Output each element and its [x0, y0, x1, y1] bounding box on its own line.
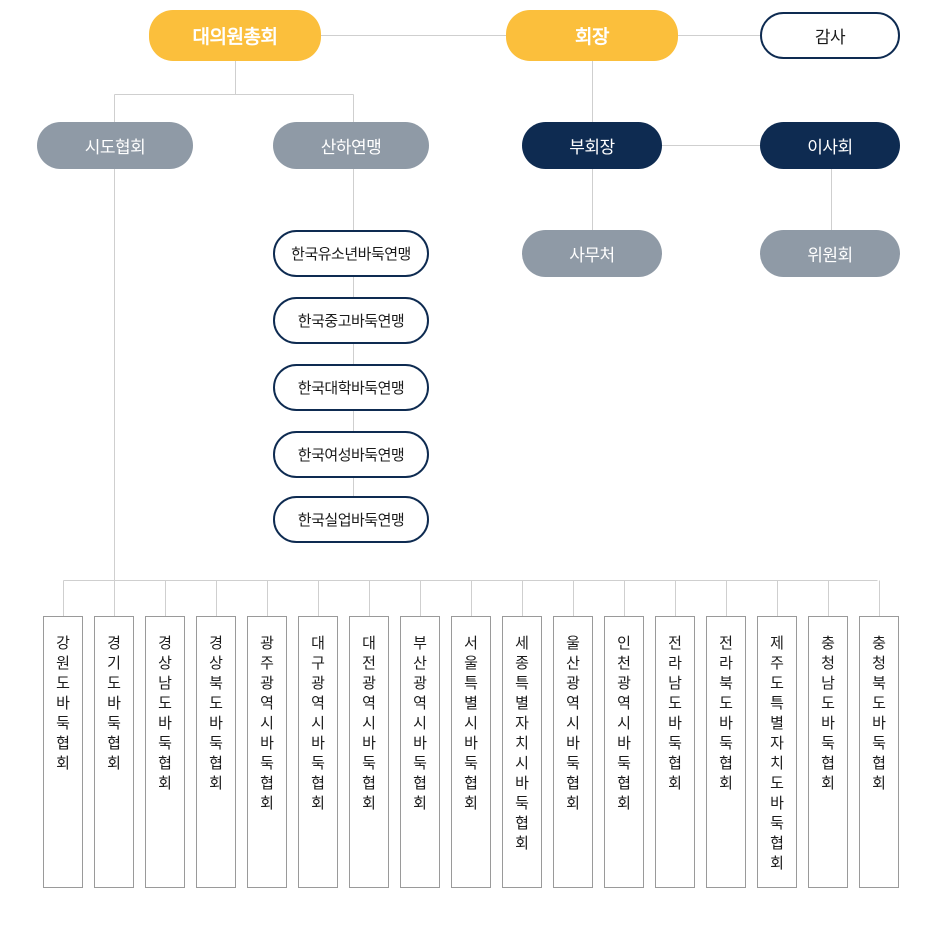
province-label: 충청남도바둑협회 [821, 634, 835, 792]
province-box: 강원도바둑협회 [43, 616, 83, 888]
province-label: 경기도바둑협회 [107, 634, 121, 772]
committee-label: 위원회 [807, 246, 853, 266]
province-label: 대구광역시바둑협회 [311, 634, 325, 812]
province-label: 전라북도바둑협회 [719, 634, 733, 792]
general-assembly-label: 대의원총회 [192, 26, 278, 48]
province-label: 제주도특별자치도바둑협회 [770, 634, 784, 872]
province-box: 세종특별자치시바둑협회 [502, 616, 542, 888]
general-assembly-node: 대의원총회 [149, 10, 321, 61]
province-box: 대전광역시바둑협회 [349, 616, 389, 888]
federation-node: 한국여성바둑연맹 [273, 431, 429, 478]
province-box: 인천광역시바둑협회 [604, 616, 644, 888]
province-box: 경상북도바둑협회 [196, 616, 236, 888]
province-box: 경기도바둑협회 [94, 616, 134, 888]
province-box: 충청북도바둑협회 [859, 616, 899, 888]
auditor-label: 감사 [814, 28, 846, 48]
province-label: 대전광역시바둑협회 [362, 634, 376, 812]
province-box: 서울특별시바둑협회 [451, 616, 491, 888]
federation-node: 한국실업바둑연맹 [273, 496, 429, 543]
province-label: 세종특별자치시바둑협회 [515, 634, 529, 852]
affiliated-federations-label: 산하연맹 [320, 138, 382, 158]
province-label: 서울특별시바둑협회 [464, 634, 478, 812]
federation-label: 한국중고바둑연맹 [297, 312, 405, 330]
provincial-associations-node: 시도협회 [37, 122, 193, 169]
federation-node: 한국중고바둑연맹 [273, 297, 429, 344]
federation-label: 한국실업바둑연맹 [297, 511, 405, 529]
province-label: 부산광역시바둑협회 [413, 634, 427, 812]
president-node: 회장 [506, 10, 678, 61]
province-box: 대구광역시바둑협회 [298, 616, 338, 888]
committee-node: 위원회 [760, 230, 900, 277]
province-label: 울산광역시바둑협회 [566, 634, 580, 812]
province-label: 충청북도바둑협회 [872, 634, 886, 792]
province-label: 광주광역시바둑협회 [260, 634, 274, 812]
province-label: 경상북도바둑협회 [209, 634, 223, 792]
vice-president-node: 부회장 [522, 122, 662, 169]
province-box: 충청남도바둑협회 [808, 616, 848, 888]
province-label: 전라남도바둑협회 [668, 634, 682, 792]
province-box: 제주도특별자치도바둑협회 [757, 616, 797, 888]
province-box: 전라북도바둑협회 [706, 616, 746, 888]
federation-node: 한국대학바둑연맹 [273, 364, 429, 411]
board-of-directors-label: 이사회 [807, 138, 853, 158]
province-box: 전라남도바둑협회 [655, 616, 695, 888]
auditor-node: 감사 [760, 12, 900, 59]
federation-node: 한국유소년바둑연맹 [273, 230, 429, 277]
province-box: 광주광역시바둑협회 [247, 616, 287, 888]
province-box: 부산광역시바둑협회 [400, 616, 440, 888]
board-of-directors-node: 이사회 [760, 122, 900, 169]
province-label: 경상남도바둑협회 [158, 634, 172, 792]
vice-president-label: 부회장 [569, 138, 615, 158]
province-box: 울산광역시바둑협회 [553, 616, 593, 888]
secretariat-label: 사무처 [569, 246, 615, 266]
province-box: 경상남도바둑협회 [145, 616, 185, 888]
province-label: 인천광역시바둑협회 [617, 634, 631, 812]
province-label: 강원도바둑협회 [56, 634, 70, 772]
affiliated-federations-node: 산하연맹 [273, 122, 429, 169]
president-label: 회장 [575, 26, 609, 48]
federation-label: 한국여성바둑연맹 [297, 446, 405, 464]
secretariat-node: 사무처 [522, 230, 662, 277]
federation-label: 한국대학바둑연맹 [297, 379, 405, 397]
federation-label: 한국유소년바둑연맹 [291, 245, 411, 263]
provincial-associations-label: 시도협회 [84, 138, 146, 158]
